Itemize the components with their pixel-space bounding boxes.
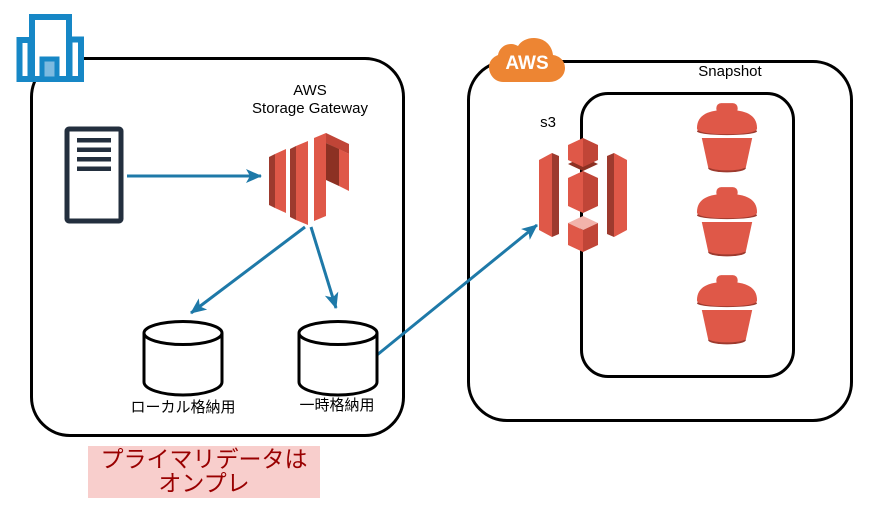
- snapshot-label: Snapshot: [698, 63, 762, 80]
- local-storage-cylinder-icon: [141, 319, 225, 398]
- buildings-logo-icon: [14, 10, 86, 86]
- storage-gateway-icon: [267, 127, 349, 230]
- local-storage-label: ローカル格納用: [130, 399, 236, 416]
- logo-left-building: [16, 37, 34, 82]
- temp-storage-label: 一時格納用: [299, 397, 375, 414]
- s3-bucket-icon: [696, 102, 758, 174]
- primary-data-note: プライマリデータは オンプレ: [88, 446, 320, 498]
- temp-storage-cylinder-icon: [296, 319, 380, 398]
- storage-gateway-label-line2: Storage Gateway: [252, 100, 368, 117]
- logo-door: [39, 56, 60, 82]
- s3-bucket-icon: [696, 274, 758, 346]
- storage-gateway-label: AWS Storage Gateway: [220, 82, 400, 118]
- storage-gateway-label-line1: AWS: [293, 82, 327, 99]
- aws-cloud-icon: AWS: [489, 36, 565, 84]
- aws-badge-label: AWS: [505, 53, 548, 74]
- s3-label: s3: [540, 114, 556, 131]
- s3-bucket-icon: [696, 186, 758, 258]
- primary-data-note-line1: プライマリデータは: [100, 446, 308, 472]
- s3-icon: [539, 138, 627, 252]
- server-icon: [64, 126, 124, 224]
- primary-data-note-line2: オンプレ: [158, 470, 250, 496]
